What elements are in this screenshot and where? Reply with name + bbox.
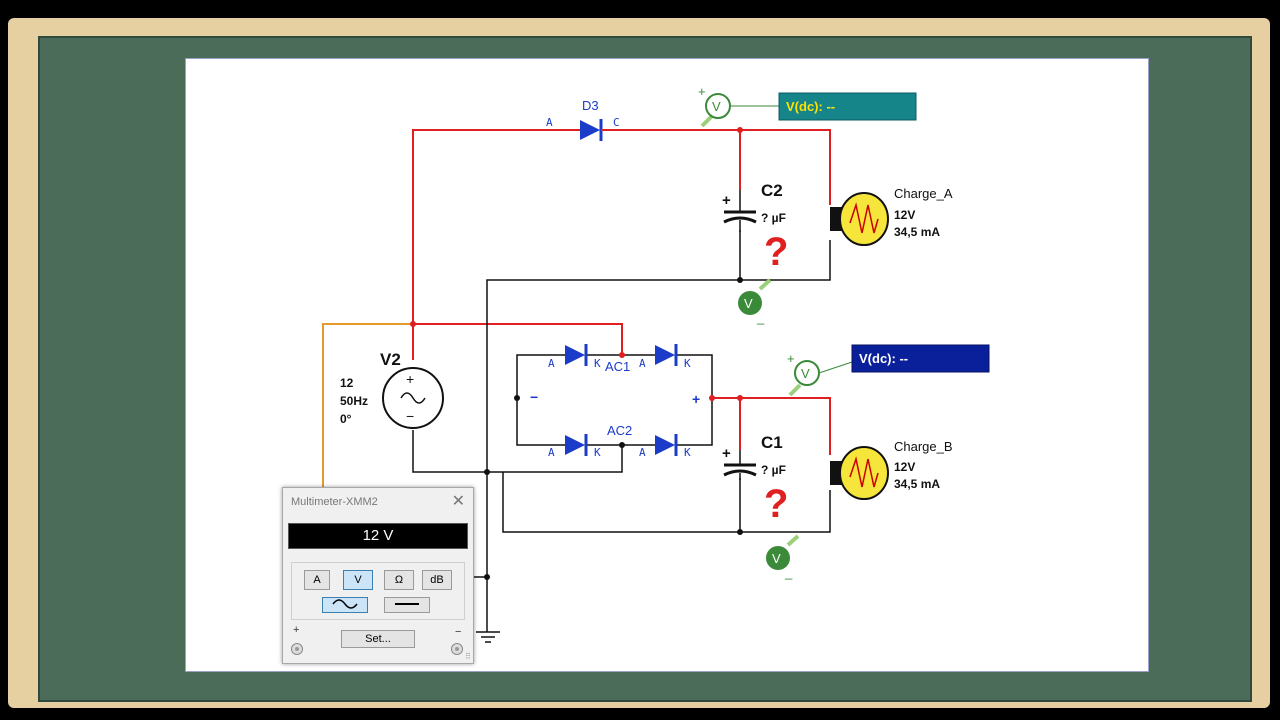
mode-ohmmeter-button[interactable]: Ω: [384, 570, 414, 590]
c2-question-mark: ?: [764, 230, 788, 274]
probe-v-icon: V: [772, 551, 781, 566]
c2-value: ? µF: [761, 211, 786, 225]
ground-icon: [476, 631, 500, 643]
bridge-diode-4[interactable]: A K: [639, 434, 691, 459]
probe-plus: +: [698, 84, 706, 99]
meter-wire: [322, 323, 413, 490]
probe-b-reading: V(dc): --: [859, 351, 908, 366]
source-frequency: 50Hz: [340, 394, 368, 408]
multimeter-window[interactable]: Multimeter-XMM2 ✕ 12 V A V Ω dB + Set...…: [282, 487, 474, 664]
diode-anode-label: A: [639, 357, 646, 370]
load-b-name: Charge_B: [894, 439, 953, 454]
close-icon[interactable]: ✕: [451, 493, 465, 510]
diode-cathode-label: K: [684, 357, 691, 370]
c1-question-mark: ?: [764, 482, 788, 526]
diode-anode-label: A: [639, 446, 646, 459]
multimeter-display: 12 V: [288, 523, 468, 549]
bridge-diode-1[interactable]: A K: [548, 344, 601, 370]
load-b-voltage: 12V: [894, 460, 915, 474]
bridge-minus-label: −: [530, 389, 538, 405]
probe-v-icon: V: [712, 99, 721, 114]
svg-text:+: +: [722, 445, 731, 462]
load-a-voltage: 12V: [894, 208, 915, 222]
mode-db-button[interactable]: dB: [422, 570, 452, 590]
voltage-probe-b-plus[interactable]: V +: [787, 351, 853, 397]
dc-line-icon: [395, 603, 419, 605]
probe-plus: +: [787, 351, 795, 366]
c2-name: C2: [761, 181, 783, 200]
probe-minus: _: [756, 310, 765, 325]
ac-mode-button[interactable]: [322, 597, 368, 613]
multimeter-title: Multimeter-XMM2: [291, 496, 378, 508]
probe-a-readout: [778, 92, 917, 121]
minus-terminal-jack[interactable]: [451, 643, 463, 655]
capacitor-c1[interactable]: +: [722, 445, 757, 480]
bridge-diode-3[interactable]: A K: [548, 434, 601, 459]
source-amplitude: 12: [340, 376, 354, 390]
resize-grip-icon[interactable]: ⠿: [465, 652, 471, 661]
plus-terminal-jack[interactable]: [291, 643, 303, 655]
ac1-label: AC1: [605, 359, 630, 374]
diode-anode-label: A: [548, 357, 555, 370]
c1-value: ? µF: [761, 463, 786, 477]
probe-v-icon: V: [744, 296, 753, 311]
diode-cathode-label: K: [684, 446, 691, 459]
bulb-icon: [839, 192, 889, 246]
d3-cathode-label: C: [613, 116, 620, 129]
voltage-probe-b-minus[interactable]: V _: [766, 534, 800, 580]
mode-voltmeter-button[interactable]: V: [343, 570, 373, 590]
load-a-name: Charge_A: [894, 186, 953, 201]
sine-icon: [400, 392, 426, 404]
c1-name: C1: [761, 433, 783, 452]
set-button[interactable]: Set...: [341, 630, 415, 648]
lamp-a[interactable]: [830, 192, 889, 246]
svg-text:−: −: [406, 408, 414, 424]
probe-v-icon: V: [801, 366, 810, 381]
voltage-probe-a-minus[interactable]: V _: [738, 278, 772, 325]
source-phase: 0°: [340, 412, 352, 426]
probe-b-readout: [851, 344, 990, 373]
bridge-diode-2[interactable]: A K: [639, 344, 691, 370]
svg-text:+: +: [722, 192, 731, 209]
voltage-probe-a-plus[interactable]: V +: [698, 84, 779, 128]
red-wires: [412, 129, 831, 455]
load-a-current: 34,5 mA: [894, 225, 940, 239]
sine-wave-icon: [332, 599, 358, 609]
bulb-icon: [839, 446, 889, 500]
plus-terminal-label: +: [293, 624, 300, 636]
svg-text:+: +: [406, 371, 414, 387]
lamp-b[interactable]: [830, 446, 889, 500]
capacitor-c2[interactable]: +: [722, 190, 757, 232]
mode-group: A V Ω dB: [291, 562, 465, 620]
diode-cathode-label: K: [594, 446, 601, 459]
d3-anode-label: A: [546, 116, 553, 129]
ac2-label: AC2: [607, 423, 632, 438]
diode-anode-label: A: [548, 446, 555, 459]
d3-label: D3: [582, 98, 599, 113]
dc-mode-button[interactable]: [384, 597, 430, 613]
ac-source-v2[interactable]: + −: [382, 367, 444, 429]
probe-minus: _: [784, 565, 793, 580]
junction-dots: [410, 127, 743, 580]
diode-cathode-label: K: [594, 357, 601, 370]
diode-d3[interactable]: D3 A C: [546, 98, 640, 141]
mode-ammeter-button[interactable]: A: [304, 570, 330, 590]
probe-a-reading: V(dc): --: [786, 99, 835, 114]
minus-terminal-label: −: [455, 626, 462, 638]
source-name: V2: [380, 350, 401, 369]
bridge-plus-label: +: [692, 391, 700, 407]
load-b-current: 34,5 mA: [894, 477, 940, 491]
